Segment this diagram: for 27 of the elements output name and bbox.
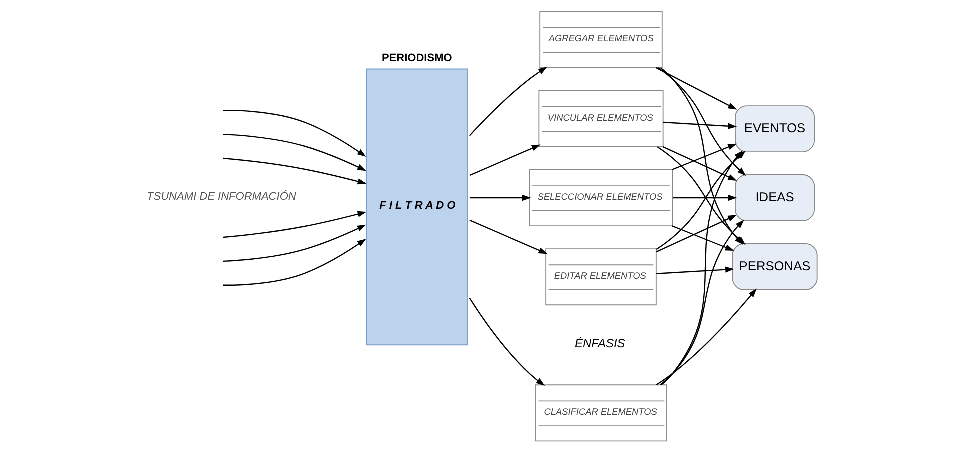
- label: ÉNFASIS: [574, 336, 625, 350]
- arrow: [672, 194, 737, 202]
- arrow: [468, 66, 547, 136]
- node-label: PERIODISMO: [381, 52, 452, 65]
- arrow: [469, 220, 548, 254]
- node-box: IDEAS: [734, 174, 815, 222]
- arrow: [656, 266, 734, 274]
- arrow: [469, 144, 540, 176]
- arrow: [469, 194, 531, 202]
- arrow: [671, 144, 736, 170]
- arrow: [671, 226, 734, 251]
- arrow: [662, 146, 737, 181]
- arrow: [657, 68, 746, 176]
- arrow: [656, 288, 756, 386]
- arrow: [222, 239, 366, 286]
- arrow: [222, 158, 366, 185]
- arrow: [222, 211, 366, 238]
- label: TSUNAMI DE INFORMACIÓN: [146, 190, 296, 203]
- arrow: [656, 67, 737, 110]
- arrow: [222, 134, 366, 172]
- arrow: [222, 110, 366, 157]
- arrow: [222, 224, 366, 262]
- node-box: PERSONAS: [732, 244, 818, 290]
- arrow: [656, 215, 736, 253]
- node-box: EVENTOS: [734, 106, 815, 152]
- arrow: [662, 122, 737, 130]
- arrow: [468, 298, 545, 386]
